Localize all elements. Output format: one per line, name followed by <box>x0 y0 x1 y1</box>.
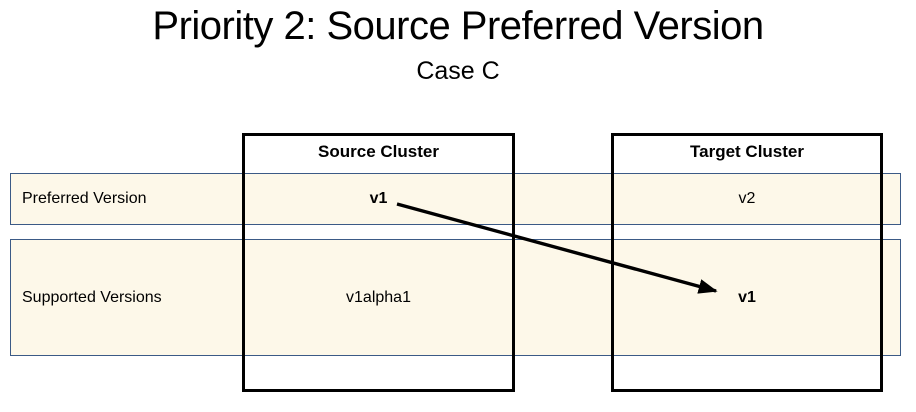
slide-title: Priority 2: Source Preferred Version <box>152 4 764 48</box>
preferred-version-label: Preferred Version <box>22 190 147 207</box>
cell-source-supported-versions: v1alpha1 <box>346 288 411 306</box>
supported-versions-label: Supported Versions <box>22 288 162 306</box>
source-cluster-header: Source Cluster <box>318 142 439 161</box>
target-cluster-header: Target Cluster <box>690 142 804 161</box>
slide-subtitle: Case C <box>416 57 500 85</box>
cell-source-preferred-version: v1 <box>369 190 388 207</box>
cell-target-supported-versions: v1 <box>738 288 756 306</box>
cell-target-preferred-version: v2 <box>738 190 756 207</box>
